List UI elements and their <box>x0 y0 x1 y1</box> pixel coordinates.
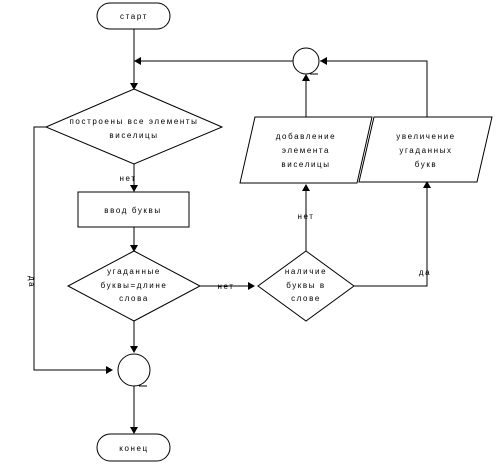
presence-decision-line2: буквы в <box>286 281 326 290</box>
start-terminator <box>96 2 171 30</box>
arrow-loop-return <box>134 57 141 65</box>
length-decision-line2: буквы=длине <box>101 281 168 290</box>
top-merge-connector <box>292 47 320 75</box>
add-element-line2: элемента <box>282 146 330 155</box>
arrow-built-yes-merge <box>106 366 113 374</box>
bottom-merge-connector <box>117 353 151 387</box>
input-letter-label: ввод буквы <box>104 206 161 215</box>
end-terminator <box>96 433 171 462</box>
increase-guessed-line1: увеличение <box>396 132 455 141</box>
presence-decision-line3: слове <box>291 294 321 303</box>
presence-decision-line1: наличие <box>285 267 327 276</box>
arrow-into-top-merge <box>302 74 310 81</box>
increase-guessed-line2: угаданных <box>399 146 452 155</box>
arrow-into-end <box>130 427 138 434</box>
end-label: конец <box>119 444 149 453</box>
built-yes-line <box>33 126 112 371</box>
built-yes-label: да <box>27 276 36 288</box>
increase-to-merge-line <box>320 60 428 117</box>
length-decision-line1: угаданные <box>107 267 161 276</box>
arrow-increase-merge <box>320 57 327 65</box>
arrow-into-length <box>130 245 138 252</box>
arrow-into-presence <box>248 282 255 290</box>
built-decision-line2: виселицы <box>109 131 158 140</box>
start-label: старт <box>120 12 148 21</box>
arrow-into-input <box>130 185 138 192</box>
presence-decision <box>257 250 355 322</box>
arrow-into-built <box>130 83 138 90</box>
add-element-line3: виселицы <box>281 160 330 169</box>
increase-guessed-line3: букв <box>415 160 438 169</box>
length-no-label: нет <box>217 282 234 291</box>
presence-yes-line <box>354 182 428 287</box>
built-decision <box>44 88 224 165</box>
arrow-into-increase <box>423 181 431 188</box>
presence-no-label: нет <box>297 212 314 221</box>
add-element-line1: добавление <box>276 132 336 141</box>
presence-yes-label: да <box>419 268 431 277</box>
input-letter-process <box>77 191 190 228</box>
arrowheads <box>106 57 431 434</box>
add-element-io <box>239 116 373 184</box>
connector-lines <box>33 29 428 433</box>
length-decision-line3: слова <box>119 294 149 303</box>
arrow-into-bottom-merge <box>130 346 138 353</box>
increase-guessed-io <box>358 116 493 183</box>
length-decision <box>66 250 202 322</box>
arrow-into-add-element <box>302 184 310 191</box>
built-decision-line1: построены все элементы <box>69 117 198 126</box>
built-no-label: нет <box>119 174 136 183</box>
